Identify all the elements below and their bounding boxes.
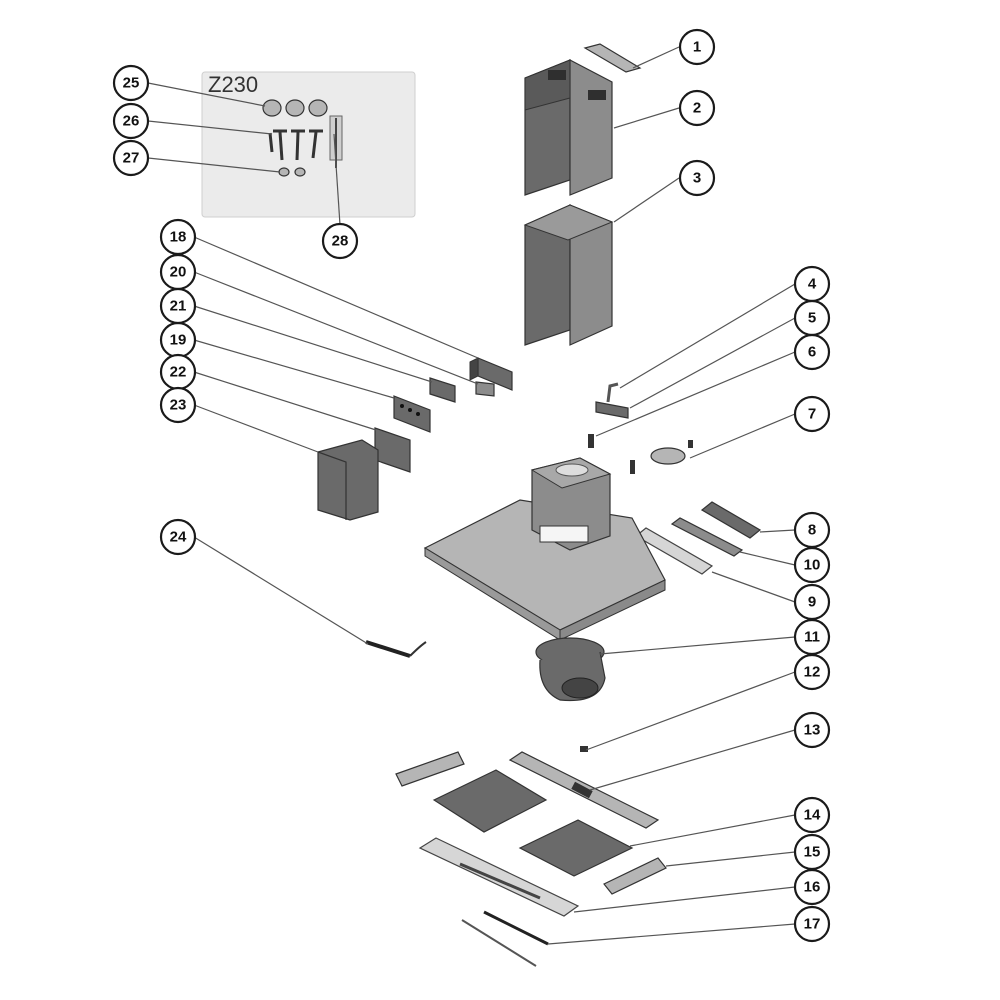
switch-20 xyxy=(429,377,456,403)
callout-label: 11 xyxy=(804,629,820,646)
control-box-18 xyxy=(469,357,513,391)
screws xyxy=(268,129,323,161)
callout-26: 26 xyxy=(112,102,150,140)
kit-label: Z230 xyxy=(208,72,258,97)
callout-25: 25 xyxy=(112,64,150,102)
callout-label: 20 xyxy=(170,264,187,281)
callout-label: 19 xyxy=(170,332,187,349)
grease-filter-left xyxy=(432,769,548,833)
callout-label: 8 xyxy=(808,522,816,539)
callout-label: 13 xyxy=(804,722,821,739)
callout-16: 16 xyxy=(793,868,831,906)
callout-24: 24 xyxy=(159,518,197,556)
callout-label: 14 xyxy=(804,807,821,824)
upper-chimney-cover xyxy=(524,59,613,196)
damper-7 xyxy=(630,440,693,474)
wall-anchors xyxy=(262,99,328,117)
callout-label: 3 xyxy=(693,170,701,187)
leader-lines xyxy=(147,46,796,945)
led-strip-10 xyxy=(670,517,744,557)
light-housing-9 xyxy=(634,527,714,575)
callout-label: 18 xyxy=(170,229,187,246)
callout-13: 13 xyxy=(793,711,831,749)
callout-label: 24 xyxy=(170,529,187,546)
callout-21: 21 xyxy=(159,287,197,325)
callout-4: 4 xyxy=(793,265,831,303)
callout-7: 7 xyxy=(793,395,831,433)
callout-label: 15 xyxy=(804,844,821,861)
callout-label: 25 xyxy=(123,75,140,92)
callout-label: 6 xyxy=(808,344,816,361)
light-bar-8 xyxy=(700,501,762,539)
small-part-12 xyxy=(580,746,588,752)
callout-10: 10 xyxy=(793,546,831,584)
callout-label: 2 xyxy=(693,100,701,117)
callout-3: 3 xyxy=(678,159,716,197)
callout-label: 9 xyxy=(808,594,816,611)
callout-label: 1 xyxy=(693,39,701,56)
callout-label: 17 xyxy=(804,916,821,933)
callout-label: 12 xyxy=(804,664,821,681)
switch-box-5 xyxy=(595,401,629,419)
clip-6 xyxy=(588,434,594,448)
callout-label: 21 xyxy=(170,298,187,315)
callout-8: 8 xyxy=(793,511,831,549)
callout-14: 14 xyxy=(793,796,831,834)
callout-12: 12 xyxy=(793,653,831,691)
lower-chimney-cover xyxy=(523,204,614,346)
callout-5: 5 xyxy=(793,299,831,337)
callout-11: 11 xyxy=(793,618,831,656)
trim-15 xyxy=(603,857,667,895)
callout-22: 22 xyxy=(159,353,197,391)
callout-label: 5 xyxy=(808,310,816,327)
callout-label: 28 xyxy=(332,233,349,250)
hood-body xyxy=(423,457,666,641)
grease-filter-14 xyxy=(518,819,634,877)
callout-label: 7 xyxy=(808,406,816,423)
power-cord-24 xyxy=(365,640,427,658)
chimney-bracket xyxy=(583,43,642,73)
callout-label: 10 xyxy=(804,557,821,574)
callout-19: 19 xyxy=(159,321,197,359)
callout-23: 23 xyxy=(159,386,197,424)
callout-6: 6 xyxy=(793,333,831,371)
blower-11 xyxy=(535,637,606,702)
callout-15: 15 xyxy=(793,833,831,871)
callout-label: 26 xyxy=(123,113,140,130)
led-bar-17 xyxy=(461,910,549,967)
connector-21 xyxy=(475,381,495,397)
front-rail-16 xyxy=(418,837,580,917)
callout-label: 16 xyxy=(804,879,821,896)
module-19 xyxy=(393,395,431,433)
callout-1: 1 xyxy=(678,28,716,66)
callout-label: 23 xyxy=(170,397,187,414)
front-trim-left xyxy=(395,751,465,787)
callout-label: 4 xyxy=(808,276,817,293)
duct-clip-4 xyxy=(606,382,619,403)
washers xyxy=(278,167,306,177)
callout-20: 20 xyxy=(159,253,197,291)
callout-17: 17 xyxy=(793,905,831,943)
callout-9: 9 xyxy=(793,583,831,621)
callout-2: 2 xyxy=(678,89,716,127)
callout-27: 27 xyxy=(112,139,150,177)
electrical-box-cover-23 xyxy=(317,439,379,521)
callout-label: 22 xyxy=(170,364,187,381)
hardware-kit-panel: Z230 xyxy=(201,71,416,218)
callout-28: 28 xyxy=(321,222,359,260)
filter-frame-13 xyxy=(508,751,660,829)
callout-18: 18 xyxy=(159,218,197,256)
cover-plate-22 xyxy=(374,427,411,473)
callout-label: 27 xyxy=(123,150,140,167)
